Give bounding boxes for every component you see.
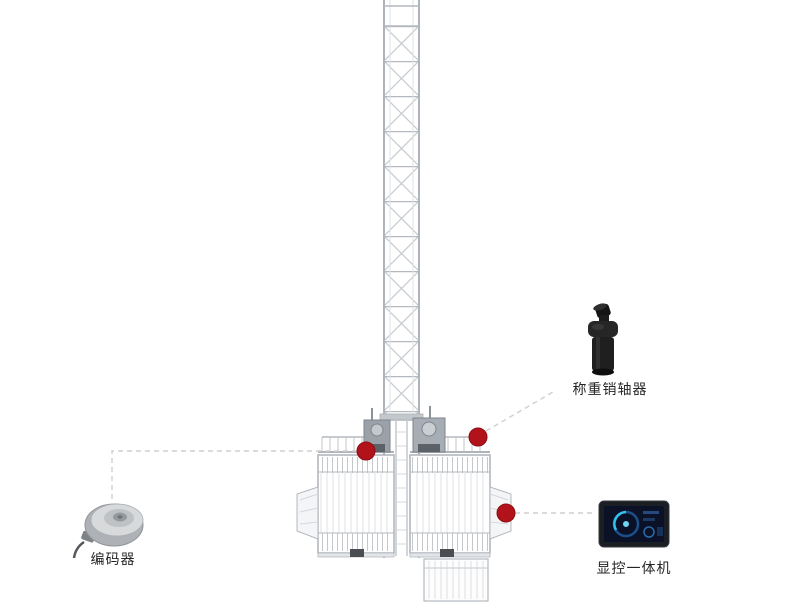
encoder-label: 编码器 (90, 552, 136, 568)
hotspot-markers (356, 427, 516, 523)
hotspot-display[interactable] (496, 503, 516, 523)
mast (379, 0, 424, 558)
callout-line-encoder (111, 450, 357, 500)
load-pin-label: 称重销轴器 (572, 382, 648, 398)
display-label: 显控一体机 (596, 561, 672, 577)
encoder-image (72, 503, 144, 559)
callout-line-load-pin (485, 391, 554, 432)
hotspot-encoder[interactable] (356, 441, 376, 461)
callout-lines (111, 391, 593, 514)
cage-left (296, 454, 395, 558)
hotspot-load-pin[interactable] (468, 427, 488, 447)
load-pin-image (588, 303, 618, 376)
cage-right (409, 454, 512, 602)
tower-illustration (296, 0, 512, 602)
display-image (598, 500, 670, 548)
